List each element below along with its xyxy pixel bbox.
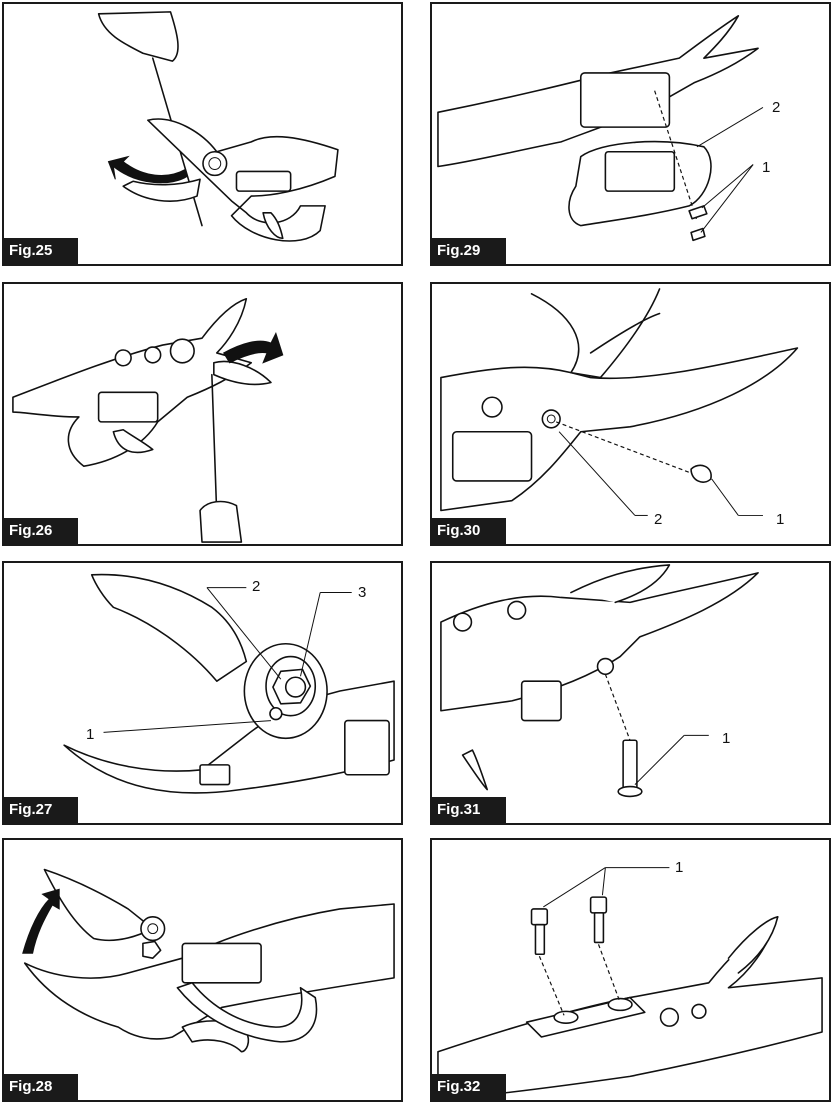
figure-label: Fig.29: [432, 238, 507, 264]
pruner-cover-removal-illustration: [437, 15, 764, 242]
pruner-blade-assembly-illustration: [22, 868, 395, 1053]
figure-panel-fig28: Fig.28: [2, 838, 403, 1102]
callout-number: 2: [252, 578, 261, 595]
pruner-screw-installation-illustration: [437, 867, 823, 1100]
figure-panel-fig25: Fig.25: [2, 2, 403, 266]
callout-number: 3: [358, 584, 367, 601]
figure-panel-fig31: 1 Fig.31: [430, 561, 831, 825]
figure-label: Fig.32: [432, 1074, 507, 1100]
pruner-sharpening-illustration: [97, 11, 339, 242]
figure-label: Fig.25: [4, 238, 79, 264]
figure-panel-fig29: 2 1 Fig.29: [430, 2, 831, 266]
pruner-pivot-bolt-illustration: [63, 573, 395, 794]
pruner-pivot-pin-illustration: [440, 564, 759, 798]
figure-label: Fig.28: [4, 1074, 79, 1100]
callout-number: 1: [776, 511, 785, 528]
figure-panel-fig27: 2 3 1 Fig.27: [2, 561, 403, 825]
callout-number: 2: [772, 99, 781, 116]
pruner-blade-sharpening-illustration: [12, 297, 284, 543]
callout-number: 1: [762, 159, 771, 176]
callout-number: 2: [654, 511, 663, 528]
figure-panel-fig30: 2 1 Fig.30: [430, 282, 831, 546]
pruner-e-ring-removal-illustration: [440, 288, 799, 516]
figure-panel-fig26: Fig.26: [2, 282, 403, 546]
figure-label: Fig.31: [432, 797, 507, 823]
figure-panel-fig32: 1 Fig.32: [430, 838, 831, 1102]
callout-number: 1: [722, 730, 731, 747]
callout-number: 1: [675, 859, 684, 876]
figure-label: Fig.30: [432, 518, 507, 544]
callout-number: 1: [86, 726, 95, 743]
figure-label: Fig.27: [4, 797, 79, 823]
figure-label: Fig.26: [4, 518, 79, 544]
